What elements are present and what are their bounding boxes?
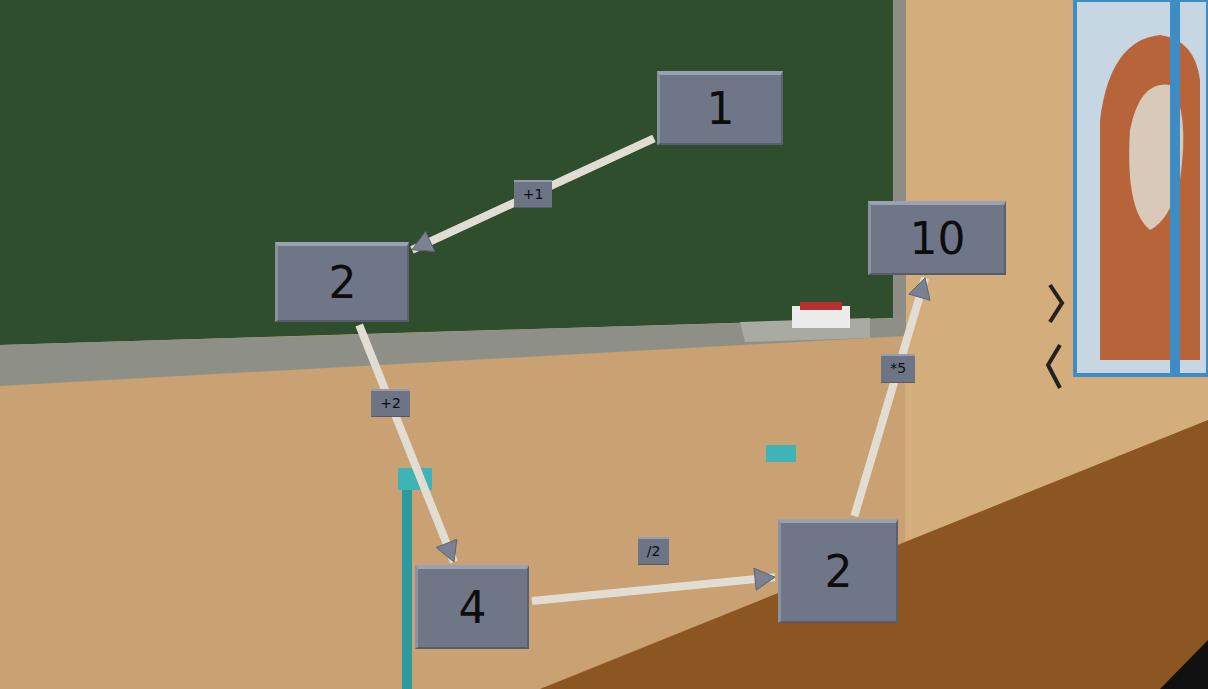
poster-strip <box>1170 0 1180 375</box>
board-frame <box>893 0 906 330</box>
number-text: 1 <box>707 87 735 131</box>
connector <box>412 138 654 249</box>
dark-corner <box>1160 640 1208 689</box>
connector-line <box>854 278 925 516</box>
connector <box>854 278 925 516</box>
connector-line <box>532 577 775 601</box>
number-text: 10 <box>910 217 966 261</box>
chalkboard <box>0 0 893 345</box>
operation-label: +2 <box>371 389 410 417</box>
number-text: 2 <box>825 550 853 594</box>
number-box: 2 <box>778 519 898 623</box>
operation-label: *5 <box>881 354 915 382</box>
teal-pointer <box>402 480 412 689</box>
poster-frame <box>1075 0 1208 375</box>
connector-line <box>359 325 454 562</box>
arrowhead <box>754 568 775 590</box>
red-button <box>800 302 842 310</box>
number-box: 4 <box>415 565 529 649</box>
connector <box>359 325 454 562</box>
number-box: 1 <box>657 71 783 145</box>
number-text: 2 <box>329 261 357 305</box>
connector <box>532 577 775 601</box>
number-text: 4 <box>459 586 487 630</box>
portrait-figure <box>1100 35 1200 360</box>
board-ledge <box>0 318 906 386</box>
prev-chevron <box>1048 345 1060 388</box>
connector-line <box>412 138 654 249</box>
operation-label: /2 <box>638 537 670 565</box>
number-box: 2 <box>275 242 409 322</box>
operation-label: +1 <box>514 180 553 208</box>
next-chevron <box>1050 285 1062 322</box>
arrowhead <box>909 278 930 300</box>
number-box: 10 <box>868 201 1006 275</box>
portrait-poster <box>1075 0 1208 375</box>
arrowhead <box>436 539 456 562</box>
arrowhead <box>412 231 435 251</box>
teal-tag <box>766 445 796 462</box>
